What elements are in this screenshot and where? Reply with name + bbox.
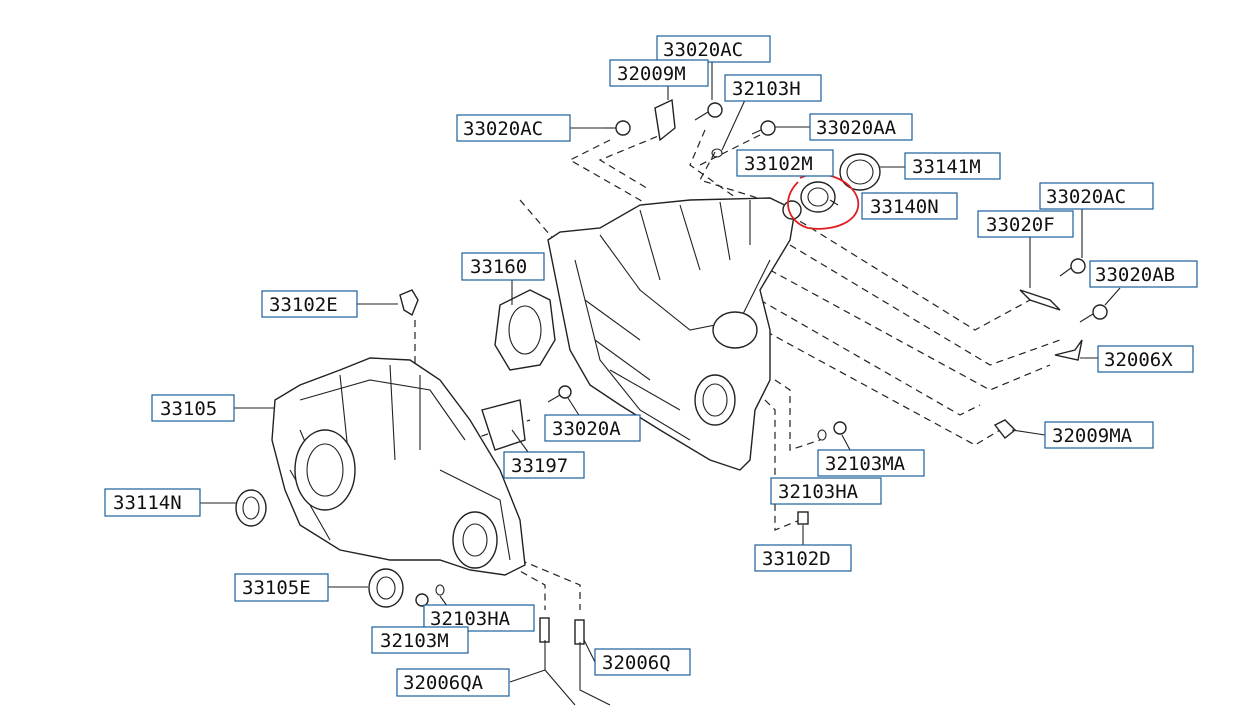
svg-text:33020AC: 33020AC <box>1046 186 1126 208</box>
part-label[interactable]: 33020AB <box>1089 260 1198 288</box>
svg-text:33020AB: 33020AB <box>1095 264 1175 286</box>
svg-text:32103HA: 32103HA <box>430 608 511 630</box>
svg-text:32103MA: 32103MA <box>825 453 906 475</box>
part-label[interactable]: 32103MA <box>817 449 925 477</box>
part-label[interactable]: 33114N <box>104 488 201 517</box>
part-label[interactable]: 33105E <box>234 573 329 602</box>
part-label[interactable]: 33160 <box>461 252 545 281</box>
svg-text:33140N: 33140N <box>870 196 939 218</box>
svg-text:33020F: 33020F <box>986 214 1055 236</box>
part-label[interactable]: 33102D <box>754 544 852 572</box>
part-label[interactable]: 33140N <box>861 192 958 220</box>
part-label[interactable]: 33141M <box>904 152 1001 180</box>
svg-text:33102D: 33102D <box>762 548 831 570</box>
svg-text:33020AC: 33020AC <box>463 118 543 140</box>
svg-text:33020AC: 33020AC <box>663 39 743 61</box>
part-label[interactable]: 33020AC <box>456 114 571 142</box>
svg-text:33102E: 33102E <box>269 294 338 316</box>
part-label[interactable]: 33020A <box>544 414 641 442</box>
part-label[interactable]: 33102M <box>736 149 834 177</box>
part-label[interactable]: 32103H <box>724 74 822 102</box>
svg-text:32103H: 32103H <box>732 78 801 100</box>
part-label[interactable]: 32006Q <box>594 648 691 676</box>
part-label[interactable]: 33102E <box>261 290 358 318</box>
svg-text:32103M: 32103M <box>380 630 449 652</box>
part-label[interactable]: 32103M <box>371 626 469 654</box>
part-number-labels: 33020AC 32009M 32103H 33020AC 33020AA 33… <box>104 35 1198 697</box>
part-label[interactable]: 32009M <box>609 59 709 87</box>
rear-case-housing <box>547 197 802 471</box>
svg-text:33102M: 33102M <box>744 153 813 175</box>
part-label[interactable]: 33197 <box>503 451 585 479</box>
svg-text:33160: 33160 <box>470 256 527 278</box>
svg-text:32006X: 32006X <box>1104 349 1173 371</box>
svg-text:33197: 33197 <box>511 455 568 477</box>
svg-text:32006Q: 32006Q <box>602 652 671 674</box>
front-case-housing <box>271 357 526 576</box>
svg-text:33020AA: 33020AA <box>816 117 897 139</box>
svg-text:33020A: 33020A <box>552 418 621 440</box>
svg-text:33105: 33105 <box>160 398 217 420</box>
part-label[interactable]: 32103HA <box>770 477 882 505</box>
part-label[interactable]: 32009MA <box>1044 421 1154 449</box>
red-highlight-circle <box>787 173 860 230</box>
svg-text:33114N: 33114N <box>113 492 182 514</box>
leader-lines <box>200 62 1121 683</box>
svg-text:32009M: 32009M <box>617 63 686 85</box>
small-parts <box>399 102 1108 706</box>
svg-text:32006QA: 32006QA <box>403 672 484 694</box>
svg-text:33105E: 33105E <box>242 577 311 599</box>
part-label[interactable]: 32006QA <box>396 668 510 697</box>
part-label[interactable]: 33105 <box>151 394 235 422</box>
svg-text:32103HA: 32103HA <box>778 481 859 503</box>
part-label[interactable]: 33020F <box>977 210 1074 238</box>
assembly-dashed-lines <box>414 129 1061 610</box>
part-label[interactable]: 32006X <box>1097 345 1194 373</box>
part-label[interactable]: 33020AC <box>656 35 771 63</box>
seals-and-gaskets <box>235 98 881 608</box>
svg-text:32009MA: 32009MA <box>1052 425 1133 447</box>
svg-text:33141M: 33141M <box>912 156 981 178</box>
part-label[interactable]: 33020AC <box>1039 182 1154 210</box>
part-label[interactable]: 33020AA <box>809 113 913 141</box>
